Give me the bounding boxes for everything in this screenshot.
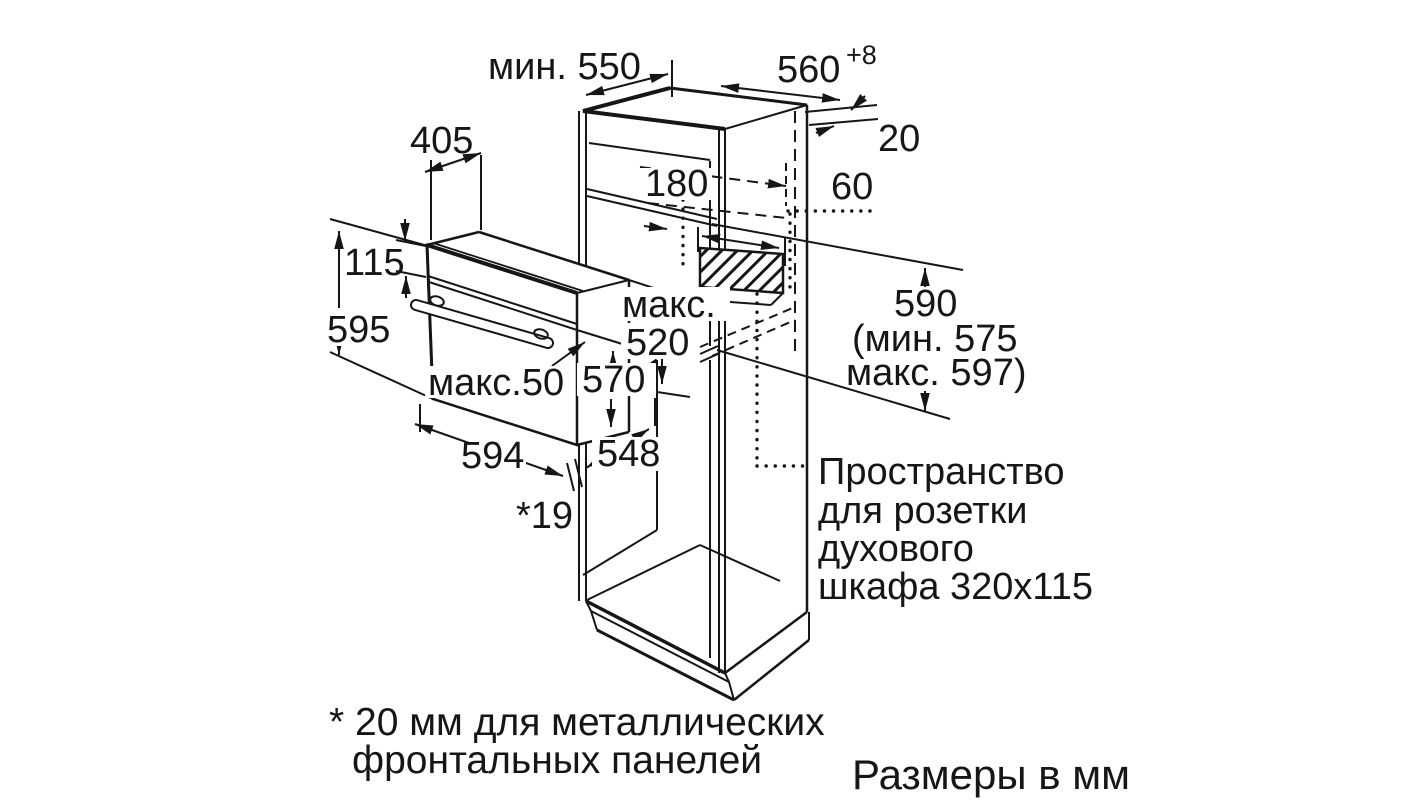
socket-space [643,198,879,468]
dim-520-label: 520 [626,322,689,364]
dim-595-label: 595 [327,309,390,351]
footer-notes: * 20 мм для металлических фронтальных па… [329,701,1130,798]
oven-control-panel [427,275,578,331]
label-backgrounds [322,168,730,532]
dim-560-label: 560 [777,49,840,91]
dim-180-label: 180 [645,163,708,205]
dim-19-label: *19 [516,495,573,537]
dimension-labels: мин. 550 560 +8 20 405 180 60 115 595 ма… [327,40,1026,537]
dim-maks50-label: макс.50 [428,362,564,404]
footnote-line2: фронтальных панелей [352,739,762,782]
dim-590-label: 590 [894,283,957,325]
dim-570-label: 570 [582,359,645,401]
dim-115-label: 115 [344,242,405,284]
cabinet-lines [578,86,810,702]
dim-60-label: 60 [831,166,873,208]
dim-590-max-label: макс. 597) [846,352,1026,394]
socket-note-line2: для розетки [818,490,1027,532]
socket-leader-dotted [755,292,808,468]
dim-maks-label: макс. [622,284,716,326]
back-clearance-dotted [786,209,879,290]
dim-560-tolerance-label: +8 [846,40,877,70]
dim-590-min-label: (мин. 575 [852,318,1018,360]
dim-min-550-label: мин. 550 [488,46,641,88]
socket-note-line1: Пространство [818,451,1065,493]
dim-548-label: 548 [597,433,660,475]
socket-note-text: Пространство для розетки духового шкафа … [818,451,1093,608]
footnote-line1: * 20 мм для металлических [329,701,825,744]
dim-20-label: 20 [878,118,920,160]
units-note: Размеры в мм [852,751,1130,798]
dim-405-label: 405 [410,120,473,162]
dim-594-label: 594 [461,435,524,477]
socket-note-line4: шкафа 320x115 [818,566,1093,608]
socket-note-line3: духового [818,528,974,570]
